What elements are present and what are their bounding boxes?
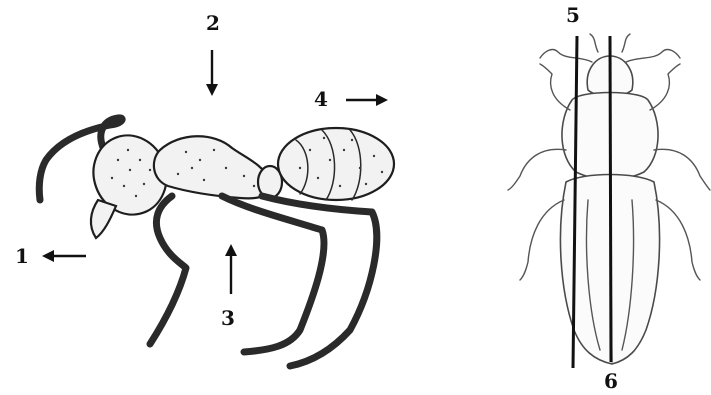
- label-1: 1: [15, 244, 29, 268]
- label-4: 4: [314, 87, 328, 111]
- ant-illustration: [39, 118, 394, 366]
- label-5: 5: [566, 3, 580, 27]
- arrow-1-left-icon: [42, 250, 86, 262]
- arrow-3-up-icon: [225, 244, 237, 294]
- label-2: 2: [206, 11, 220, 35]
- label-3: 3: [221, 306, 235, 330]
- arrow-4-right-icon: [346, 94, 388, 106]
- plane-line-6: [610, 36, 611, 362]
- label-6: 6: [604, 369, 618, 393]
- arrow-2-down-icon: [206, 50, 218, 96]
